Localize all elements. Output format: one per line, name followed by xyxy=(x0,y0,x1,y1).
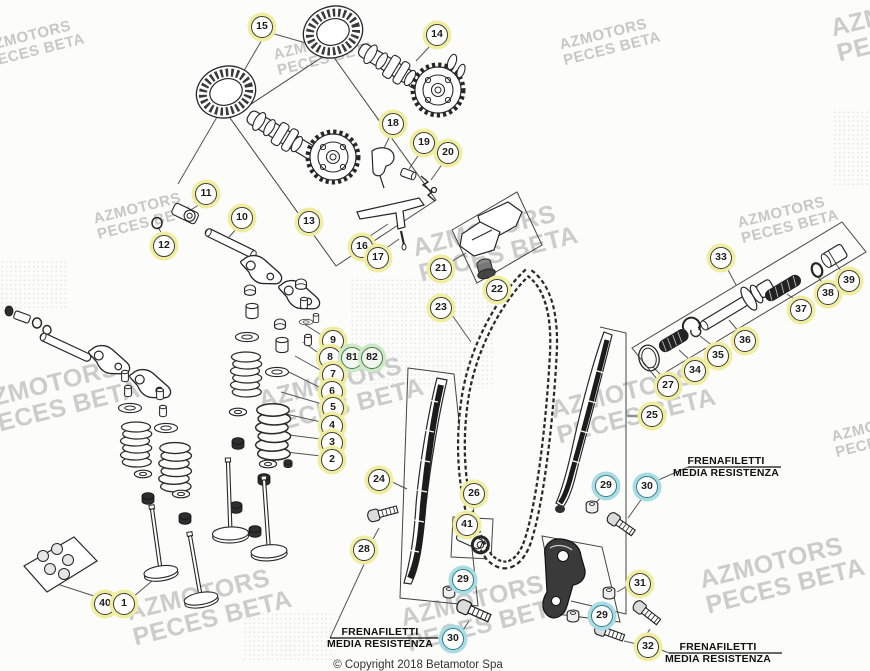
halftone-patch xyxy=(243,612,335,660)
callout-23-13[interactable]: 23 xyxy=(430,297,452,319)
callout-19-3[interactable]: 19 xyxy=(413,132,435,154)
halftone-patch xyxy=(0,260,68,310)
callout-31-40[interactable]: 31 xyxy=(629,573,651,595)
callout-41-37[interactable]: 41 xyxy=(456,514,478,536)
callout-38-29[interactable]: 38 xyxy=(817,283,839,305)
callout-9-15[interactable]: 9 xyxy=(322,330,344,352)
callout-15-0[interactable]: 15 xyxy=(251,16,273,38)
callout-39-30[interactable]: 39 xyxy=(838,270,860,292)
callout-29-41[interactable]: 29 xyxy=(591,605,613,627)
callout-12-8[interactable]: 12 xyxy=(153,235,175,257)
callout-29-39[interactable]: 29 xyxy=(452,569,474,591)
callout-21-11[interactable]: 21 xyxy=(430,258,452,280)
callout-24-33[interactable]: 24 xyxy=(368,469,390,491)
callout-17-10[interactable]: 17 xyxy=(367,247,389,269)
callout-36-27[interactable]: 36 xyxy=(734,330,756,352)
callout-29-35[interactable]: 29 xyxy=(595,475,617,497)
callout-82-18[interactable]: 82 xyxy=(361,347,383,369)
callout-4-22[interactable]: 4 xyxy=(321,415,343,437)
callout-30-42[interactable]: 30 xyxy=(442,628,464,650)
callout-30-36[interactable]: 30 xyxy=(636,476,658,498)
callout-37-28[interactable]: 37 xyxy=(790,299,812,321)
callout-2-24[interactable]: 2 xyxy=(321,449,343,471)
callout-34-25[interactable]: 34 xyxy=(684,360,706,382)
callout-27-31[interactable]: 27 xyxy=(657,375,679,397)
copyright-caption: © Copyright 2018 Betamotor Spa xyxy=(333,659,503,671)
callout-18-2[interactable]: 18 xyxy=(382,113,404,135)
callout-26-34[interactable]: 26 xyxy=(463,483,485,505)
callout-1-45[interactable]: 1 xyxy=(113,593,135,615)
callout-28-38[interactable]: 28 xyxy=(353,539,375,561)
callout-10-6[interactable]: 10 xyxy=(231,207,253,229)
callout-14-1[interactable]: 14 xyxy=(426,24,448,46)
halftone-patch xyxy=(833,110,870,188)
callout-13-7[interactable]: 13 xyxy=(298,211,320,233)
callout-25-32[interactable]: 25 xyxy=(641,405,663,427)
callout-20-4[interactable]: 20 xyxy=(437,142,459,164)
callout-22-12[interactable]: 22 xyxy=(486,279,508,301)
callout-32-43[interactable]: 32 xyxy=(637,636,659,658)
callout-33-14[interactable]: 33 xyxy=(710,247,732,269)
callout-11-5[interactable]: 11 xyxy=(195,183,217,205)
callout-35-26[interactable]: 35 xyxy=(707,345,729,367)
